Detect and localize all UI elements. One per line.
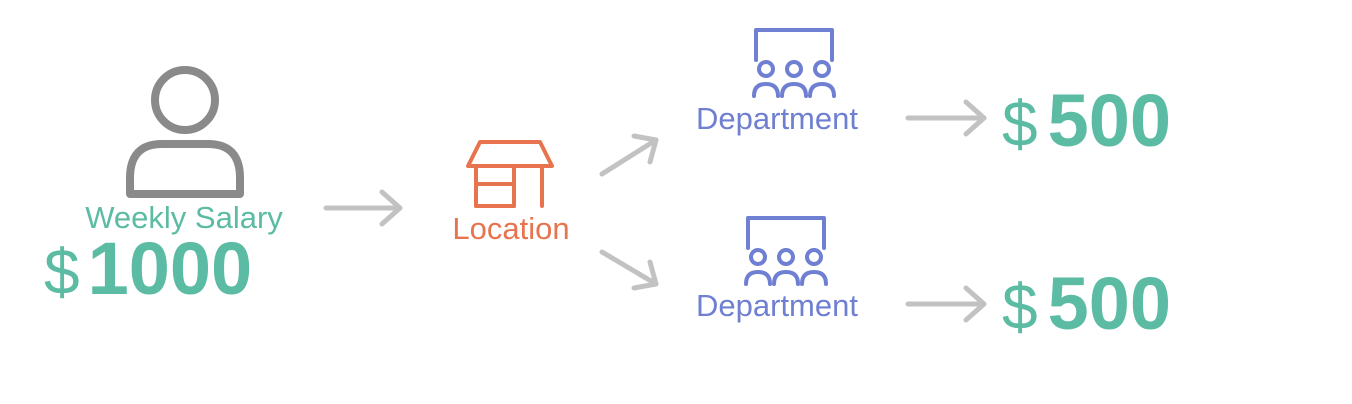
salary-value: $1000	[44, 232, 252, 306]
department-amount: $500	[1002, 84, 1171, 158]
arrow-to-location-icon	[323, 189, 403, 227]
arrow-to-amount-top-icon	[905, 99, 987, 137]
store-icon	[466, 140, 554, 208]
group-icon	[744, 216, 828, 286]
currency-symbol: $	[1002, 271, 1038, 343]
department-amount: $500	[1002, 267, 1171, 341]
department-label: Department	[696, 288, 858, 323]
department-label: Department	[696, 101, 858, 136]
arrow-to-department-top-icon	[599, 133, 659, 177]
department-amount-value: 500	[1047, 79, 1172, 162]
arrow-to-department-bottom-icon	[599, 249, 659, 291]
arrow-to-amount-bottom-icon	[905, 285, 987, 323]
currency-symbol: $	[44, 236, 80, 308]
weekly-salary-label: Weekly Salary	[85, 200, 283, 235]
salary-amount: 1000	[87, 227, 253, 310]
group-icon	[752, 28, 836, 98]
department-amount-value: 500	[1047, 262, 1172, 345]
person-icon	[126, 66, 244, 198]
location-label: Location	[452, 211, 570, 246]
currency-symbol: $	[1002, 88, 1038, 160]
